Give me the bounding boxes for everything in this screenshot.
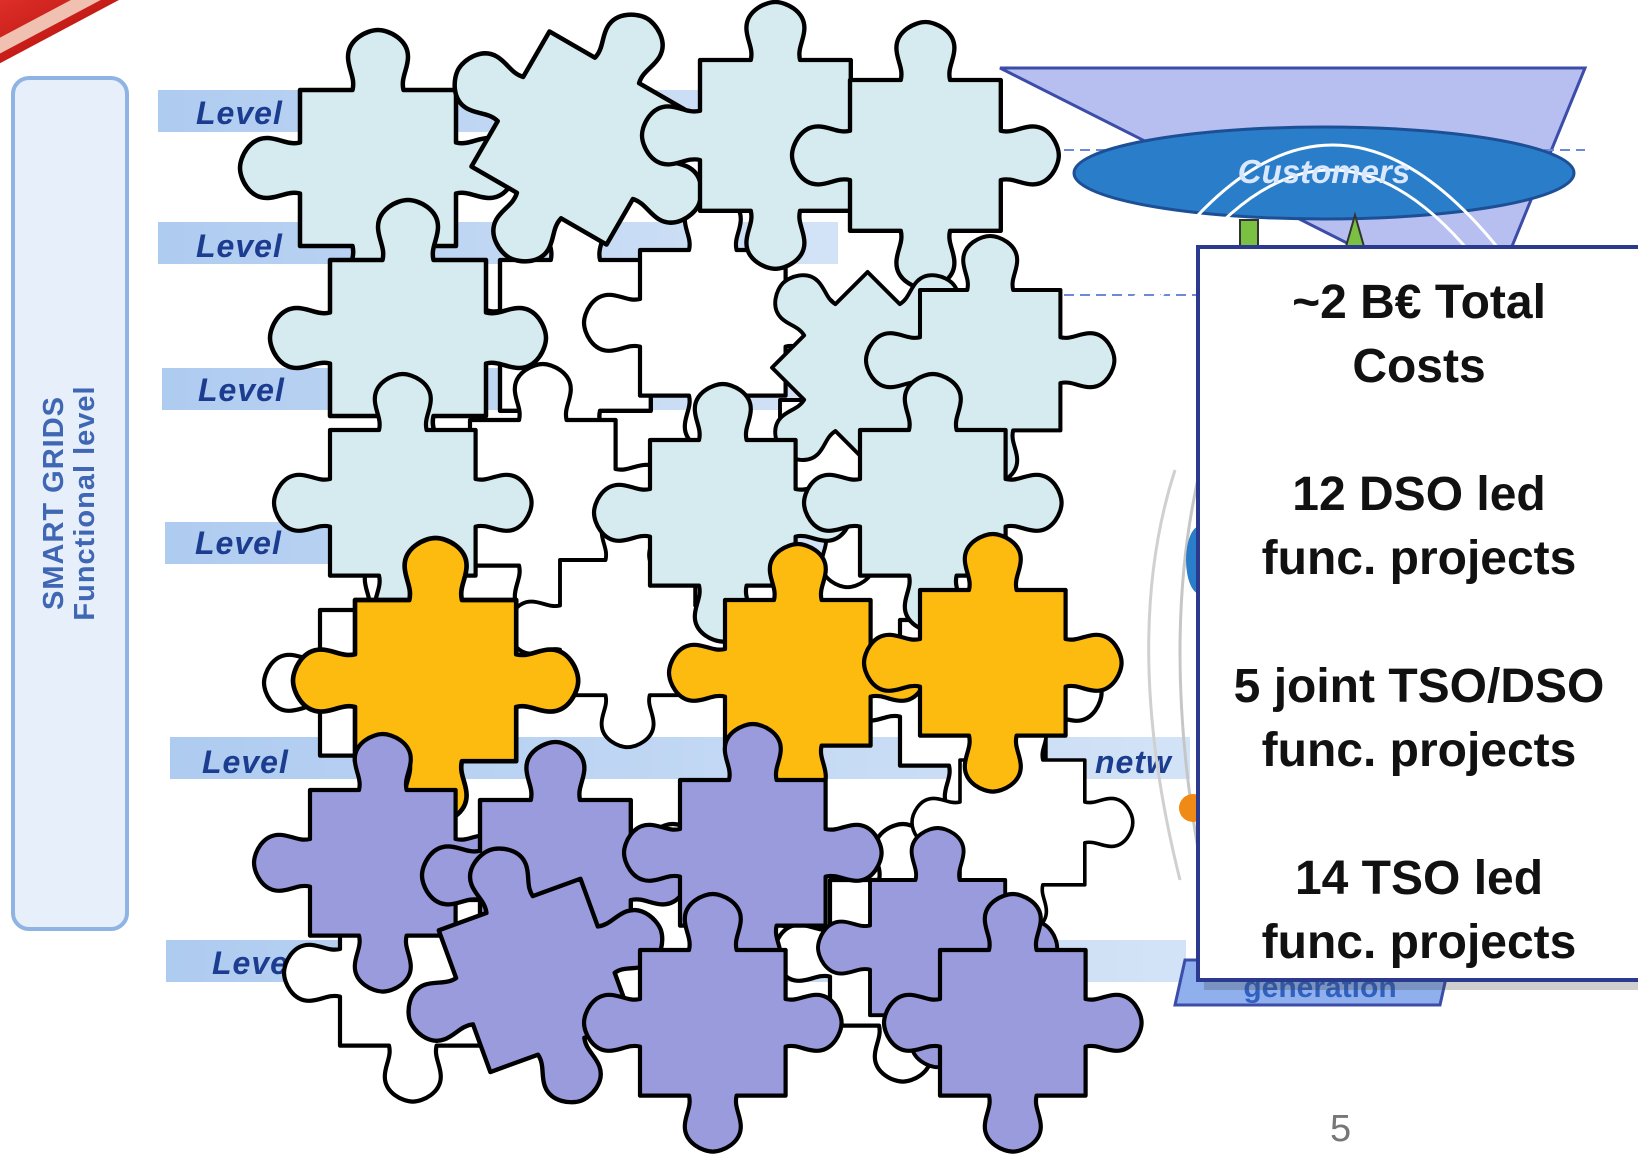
joint-line1: 5 joint TSO/DSO: [1200, 655, 1638, 719]
total-costs-line2: Costs: [1200, 335, 1638, 399]
total-costs-line1: ~2 B€ Total: [1200, 271, 1638, 335]
puzzle-piece-light-blue: [274, 374, 532, 632]
page-number: 5: [1330, 1108, 1351, 1151]
tso-led-line2: func. projects: [1200, 911, 1638, 975]
dso-led-line1: 12 DSO led: [1200, 463, 1638, 527]
dso-led-line2: func. projects: [1200, 527, 1638, 591]
summary-box: ~2 B€ Total Costs 12 DSO led func. proje…: [1196, 245, 1638, 982]
tso-led-line1: 14 TSO led: [1200, 847, 1638, 911]
joint-line2: func. projects: [1200, 719, 1638, 783]
